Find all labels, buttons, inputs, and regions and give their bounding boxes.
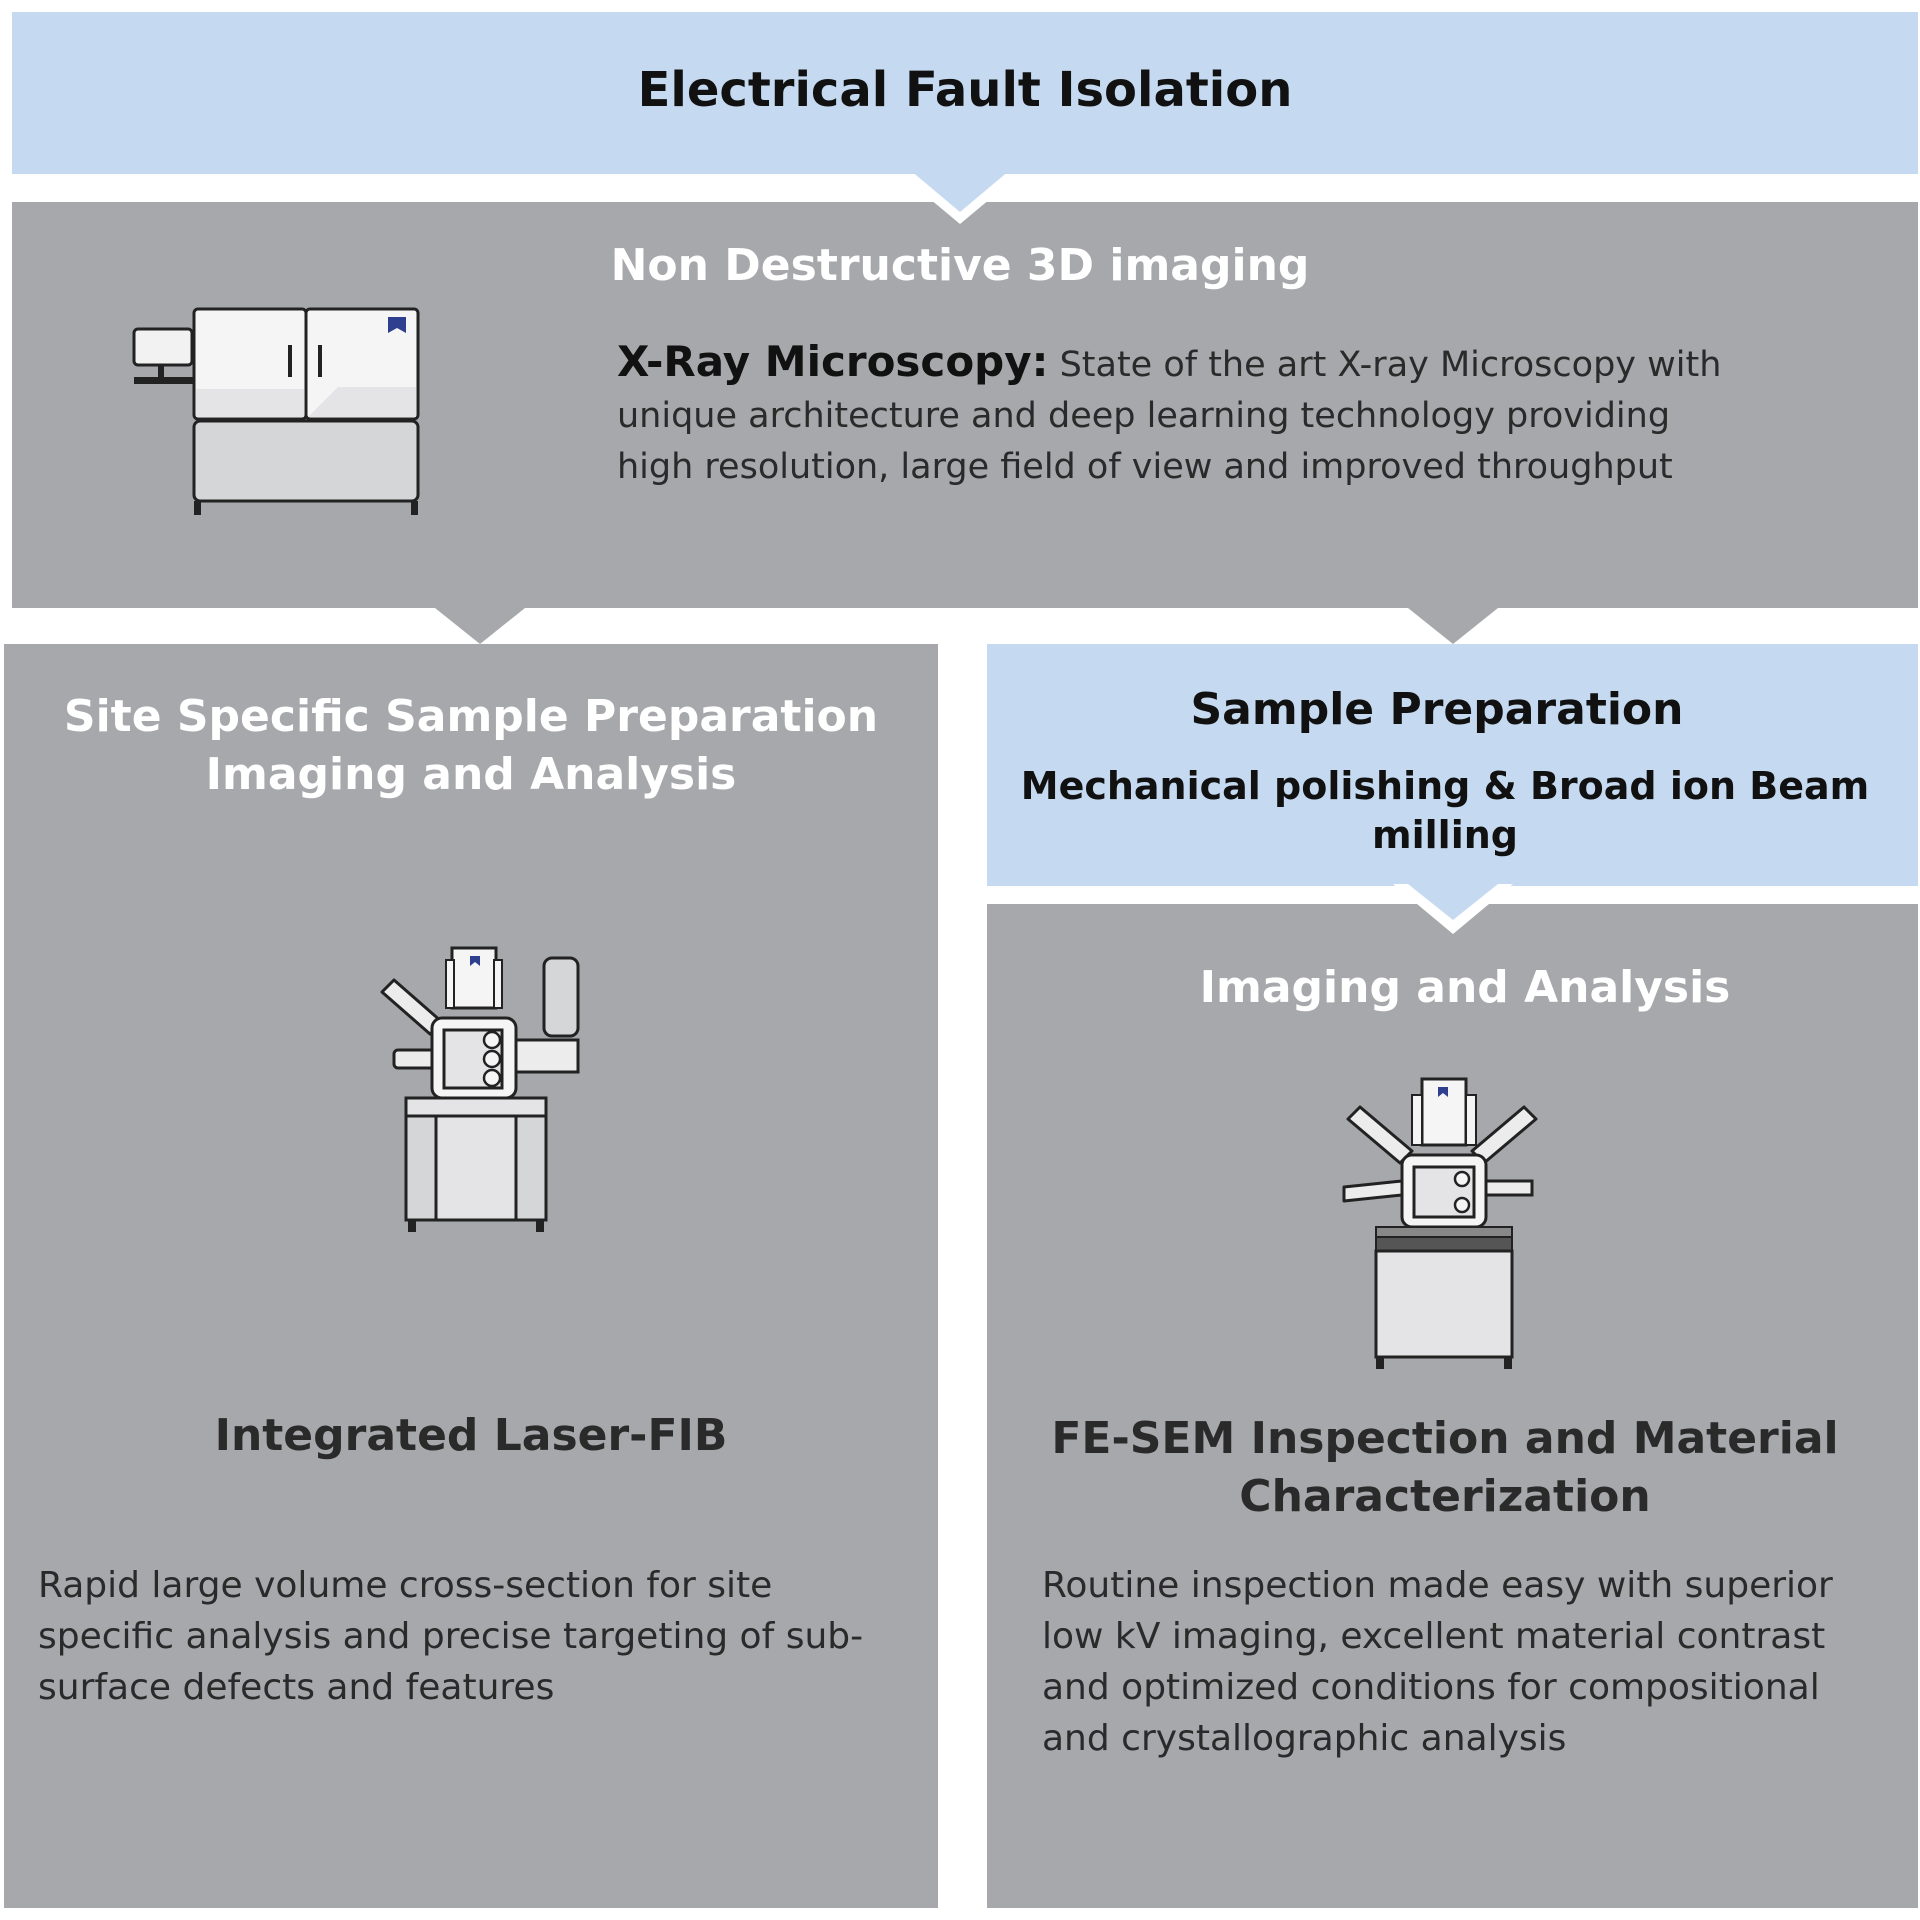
arrow-to-imaging-analysis-icon bbox=[1393, 880, 1513, 934]
xray-microscope-icon bbox=[132, 307, 420, 515]
imaging-analysis-title: Imaging and Analysis bbox=[1199, 962, 1731, 1013]
fe-sem-description: Routine inspection made easy with superi… bbox=[1042, 1565, 1833, 1759]
site-specific-title: Site Specific Sample Preparation Imaging… bbox=[63, 691, 879, 800]
sample-preparation-subtitle: Mechanical polishing & Broad ion Beam mi… bbox=[1020, 764, 1870, 857]
electrical-fault-isolation-title: Electrical Fault Isolation bbox=[637, 62, 1293, 118]
site-specific-box bbox=[4, 644, 938, 1908]
sample-preparation-box bbox=[987, 644, 1918, 886]
electrical-fault-isolation-box bbox=[12, 12, 1918, 174]
xray-microscopy-description: X-Ray Microscopy: State of the art X-ray… bbox=[617, 336, 1737, 493]
xray-microscopy-text: State of the art X-ray Microscopy with u… bbox=[617, 345, 1722, 487]
laser-fib-title: Integrated Laser-FIB bbox=[214, 1410, 728, 1461]
sample-preparation-title: Sample Preparation bbox=[1190, 684, 1684, 735]
arrow-to-sample-prep-icon bbox=[1393, 604, 1513, 658]
laser-fib-icon bbox=[380, 946, 580, 1232]
laser-fib-description: Rapid large volume cross-section for sit… bbox=[38, 1565, 864, 1708]
xray-microscopy-label: X-Ray Microscopy: bbox=[617, 337, 1049, 386]
imaging-analysis-box bbox=[987, 904, 1918, 1908]
non-destructive-title: Non Destructive 3D imaging bbox=[610, 240, 1310, 291]
fe-sem-title: FE-SEM Inspection and Material Character… bbox=[1051, 1413, 1839, 1522]
arrow-to-site-specific-icon bbox=[420, 604, 540, 658]
fe-sem-icon bbox=[1342, 1077, 1538, 1369]
arrow-to-non-destructive-icon bbox=[900, 170, 1020, 224]
